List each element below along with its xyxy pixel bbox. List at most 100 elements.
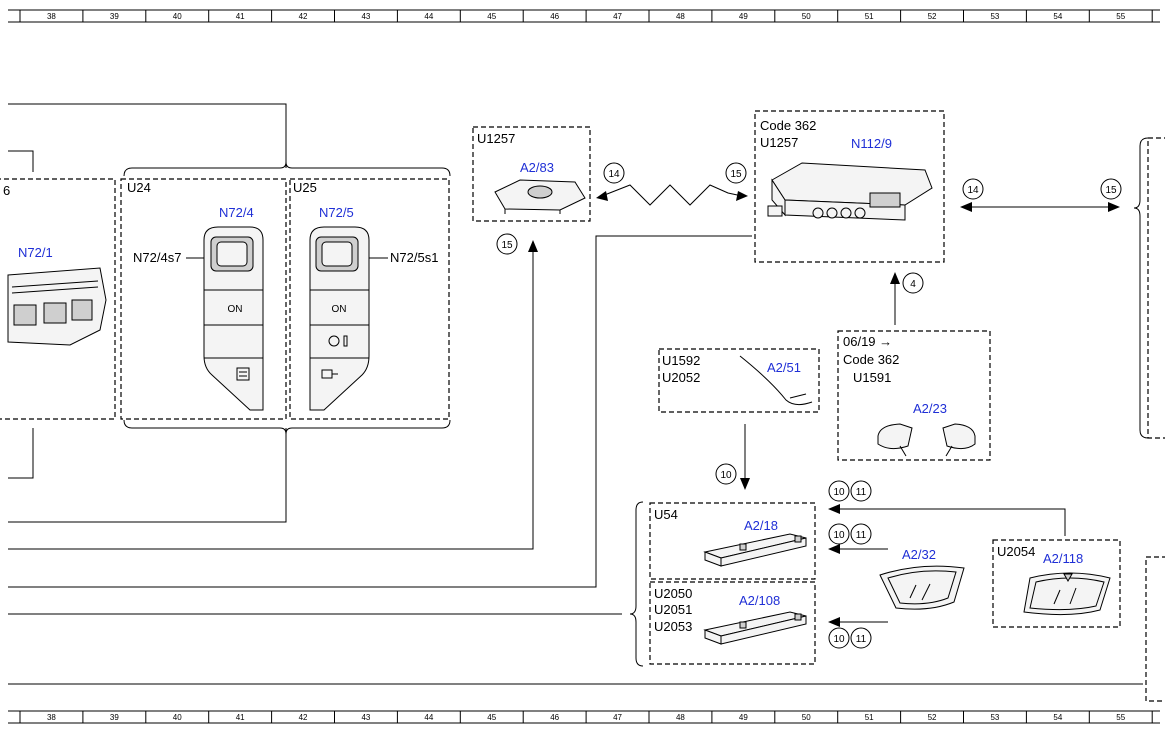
n112-9-label: N112/9 <box>851 136 892 151</box>
svg-text:10: 10 <box>720 470 732 481</box>
n72-5-switch-panel: ON <box>309 226 370 411</box>
ruler-column-label: 38 <box>47 12 56 21</box>
a2-32-windshield-drawing <box>879 565 965 610</box>
ruler-column-label: 42 <box>299 713 308 722</box>
ruler-column-label: 46 <box>550 12 559 21</box>
a2-83-module-drawing <box>494 179 586 214</box>
n72-5s1-label: N72/5s1 <box>390 250 438 265</box>
ruler-column-label: 41 <box>236 713 245 722</box>
n72-5-code: U25 <box>293 180 317 195</box>
component-a2-118: U2054 A2/118 <box>992 539 1121 628</box>
component-n72-1: 6 N72/1 <box>0 178 116 420</box>
n112-9-module-drawing <box>767 162 933 221</box>
n72-4-code: U24 <box>127 180 151 195</box>
n72-1-code: 6 <box>3 183 10 198</box>
a2-118-label: A2/118 <box>1043 551 1083 566</box>
a2-23-code-362: Code 362 <box>843 352 899 367</box>
a2-51-label: A2/51 <box>767 360 801 375</box>
marker-down-10: 10 <box>715 463 737 485</box>
a2-108-amplifier-drawing <box>703 611 807 645</box>
ruler-column-label: 50 <box>802 12 811 21</box>
ruler-column-label: 43 <box>361 713 370 722</box>
ruler-column-label: 55 <box>1116 713 1125 722</box>
n72-5-plug-icon <box>321 369 333 379</box>
a2-23-code-u1591: U1591 <box>853 370 891 385</box>
ruler-column-label: 44 <box>424 12 433 21</box>
ruler-column-label: 55 <box>1116 12 1125 21</box>
n72-4-label: N72/4 <box>219 205 254 220</box>
svg-text:4: 4 <box>910 279 916 290</box>
ruler-column-label: 48 <box>676 12 685 21</box>
component-a2-23: 06/19 → Code 362 U1591 A2/23 <box>837 330 991 461</box>
ruler-column-label: 39 <box>110 12 119 21</box>
svg-text:15: 15 <box>1105 185 1117 196</box>
component-a2-108: U2050 U2051 U2053 A2/108 <box>649 581 816 665</box>
ruler-column-label: 45 <box>487 12 496 21</box>
n72-4-sunblind-icon <box>236 367 250 381</box>
ruler-column-label: 52 <box>928 713 937 722</box>
svg-text:15: 15 <box>501 240 513 251</box>
svg-text:14: 14 <box>608 169 620 180</box>
a2-108-code-u2051: U2051 <box>654 602 692 617</box>
a2-118-windshield-drawing <box>1023 572 1111 616</box>
component-n112-9: Code 362 U1257 N112/9 <box>754 110 945 263</box>
n72-1-panel-drawing <box>7 267 107 346</box>
ruler-column-label: 49 <box>739 713 748 722</box>
ruler-column-label: 49 <box>739 12 748 21</box>
ruler-column-label: 41 <box>236 12 245 21</box>
svg-text:10: 10 <box>833 530 845 541</box>
n72-5-on-text: ON <box>332 304 347 315</box>
component-n72-4: U24 N72/4 N72/4s7 ON <box>120 178 287 420</box>
svg-text:15: 15 <box>730 169 742 180</box>
ruler-column-label: 48 <box>676 713 685 722</box>
ruler-column-label: 46 <box>550 713 559 722</box>
marker-a2-118-11: 11 <box>850 480 872 502</box>
a2-23-mirrors-drawing <box>877 423 976 457</box>
n72-5-label: N72/5 <box>319 205 354 220</box>
svg-text:10: 10 <box>833 487 845 498</box>
marker-wireless-14: 14 <box>603 162 625 184</box>
svg-text:11: 11 <box>856 634 867 645</box>
a2-108-code-u2053: U2053 <box>654 619 692 634</box>
a2-51-antenna-drawing <box>739 355 813 406</box>
a2-18-code: U54 <box>654 507 678 522</box>
component-a2-51: U1592 U2052 A2/51 <box>658 348 820 413</box>
ruler-column-label: 53 <box>990 12 999 21</box>
ruler-column-label: 47 <box>613 12 622 21</box>
a2-108-code-u2050: U2050 <box>654 586 692 601</box>
ruler-column-label: 54 <box>1053 12 1062 21</box>
marker-wireless-15: 15 <box>725 162 747 184</box>
ruler-column-label: 44 <box>424 713 433 722</box>
ruler-column-label: 40 <box>173 12 182 21</box>
marker-n112-14: 14 <box>962 178 984 200</box>
ruler-column-label: 53 <box>990 713 999 722</box>
a2-23-date: 06/19 → <box>843 334 892 349</box>
n72-5-knob-icon <box>328 335 340 347</box>
svg-text:11: 11 <box>856 487 867 498</box>
ruler-column-label: 50 <box>802 713 811 722</box>
ruler-column-label: 51 <box>865 713 874 722</box>
ruler-column-label: 39 <box>110 713 119 722</box>
ruler-column-label: 51 <box>865 12 874 21</box>
a2-108-label: A2/108 <box>739 593 780 608</box>
svg-text:14: 14 <box>967 185 979 196</box>
marker-up-4: 4 <box>902 272 924 294</box>
component-a2-18: U54 A2/18 <box>649 502 816 580</box>
ruler-column-label: 52 <box>928 12 937 21</box>
a2-51-code-u2052: U2052 <box>662 370 700 385</box>
marker-a2-108-10: 10 <box>828 627 850 649</box>
marker-a2-32-11: 11 <box>850 523 872 545</box>
ruler-column-label: 47 <box>613 713 622 722</box>
n112-9-code-u1257: U1257 <box>760 135 798 150</box>
marker-a2-118-10: 10 <box>828 480 850 502</box>
group-braces <box>123 137 1149 667</box>
n72-1-label: N72/1 <box>18 245 53 260</box>
n112-9-code-362: Code 362 <box>760 118 816 133</box>
svg-text:10: 10 <box>833 634 845 645</box>
marker-a2-108-11: 11 <box>850 627 872 649</box>
component-n72-5: U25 N72/5 N72/5s1 ON <box>289 178 450 420</box>
a2-83-code: U1257 <box>477 131 515 146</box>
